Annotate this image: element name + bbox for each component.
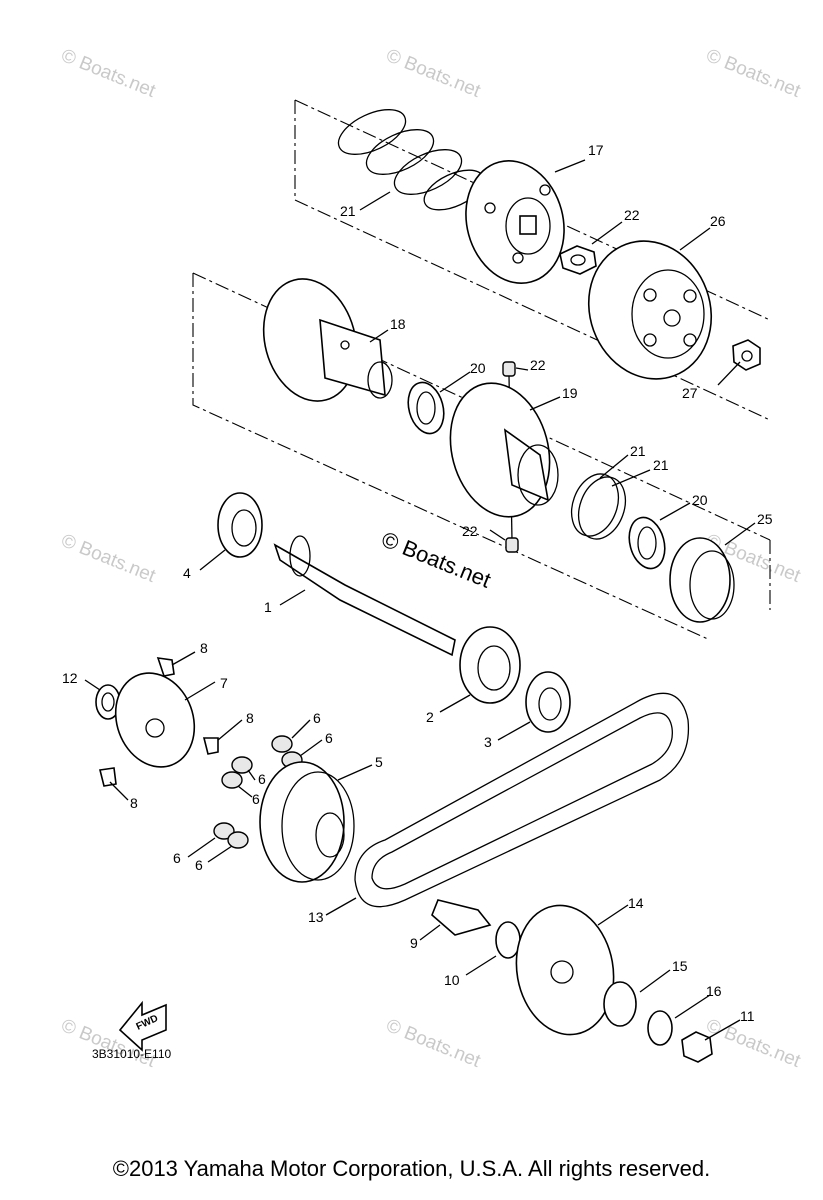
- bearing: [459, 626, 521, 704]
- callout-15: 16: [706, 983, 722, 999]
- washer: [647, 1010, 673, 1046]
- bearing: [525, 671, 571, 733]
- callout-19: 19: [562, 385, 578, 401]
- boundary-middle: [192, 273, 711, 641]
- callout-20: 20: [470, 360, 486, 376]
- callout-9: 9: [410, 935, 418, 951]
- callout-6: 6: [252, 791, 260, 807]
- oil-seal: [407, 381, 445, 435]
- callout-1: 1: [264, 599, 272, 615]
- callout-22: 22: [530, 357, 546, 373]
- callout-24: 25: [757, 511, 773, 527]
- callout-18: 18: [390, 316, 406, 332]
- clutch-carrier: [465, 160, 565, 284]
- callout-27: 27: [682, 385, 698, 401]
- guide-pin: [505, 537, 519, 553]
- callout-labels: 17 21 22 26 27 18 20 22 19 21 21 20 25 2…: [62, 142, 773, 1024]
- cam: [114, 672, 196, 768]
- drawing-code: 3B31010-E110: [92, 1047, 172, 1061]
- watermark: © Boats.net: [58, 530, 159, 587]
- one-way-clutch: [603, 981, 637, 1027]
- callout-11: 12: [62, 670, 78, 686]
- oil-seal: [628, 516, 666, 570]
- callout-3: 3: [484, 734, 492, 750]
- callout-10: 10: [444, 972, 460, 988]
- callout-21: 21: [653, 457, 669, 473]
- callout-22: 22: [462, 523, 478, 539]
- callout-25: 22: [624, 207, 640, 223]
- secondary-fixed-sheave: [262, 278, 393, 402]
- slider: [99, 767, 117, 787]
- bearing: [217, 492, 263, 558]
- callout-6: 6: [173, 850, 181, 866]
- callout-6: 6: [325, 730, 333, 746]
- o-ring: [577, 476, 627, 540]
- leader-lines: [84, 159, 756, 1041]
- secondary-sliding-sheave: [449, 382, 559, 518]
- callout-26: 26: [710, 213, 726, 229]
- callout-23: 21: [340, 203, 356, 219]
- clutch-spring: [337, 109, 485, 211]
- callout-8: 8: [246, 710, 254, 726]
- callout-16: 11: [740, 1008, 755, 1024]
- callout-14: 15: [672, 958, 688, 974]
- callout-7: 7: [220, 675, 228, 691]
- callout-20: 20: [692, 492, 708, 508]
- primary-sliding-sheave: [259, 761, 355, 883]
- primary-fixed-sheave: [515, 904, 615, 1036]
- callout-21: 21: [630, 443, 646, 459]
- watermark: © Boats.net: [383, 1015, 484, 1072]
- callout-8: 8: [130, 795, 138, 811]
- callout-8: 8: [200, 640, 208, 656]
- v-belt: [354, 692, 690, 908]
- collar: [431, 899, 492, 936]
- callout-2: 2: [426, 709, 434, 725]
- clutch-nut: [559, 245, 597, 275]
- callout-13: 14: [628, 895, 644, 911]
- collar: [669, 537, 735, 623]
- callout-5: 5: [375, 754, 383, 770]
- weight-rollers: [213, 735, 303, 849]
- nut: [681, 1031, 713, 1063]
- watermark: © Boats.net: [58, 45, 159, 102]
- boundary-upper: [294, 100, 771, 421]
- callout-6: 6: [195, 857, 203, 873]
- callout-6: 6: [258, 771, 266, 787]
- callout-12: 13: [308, 909, 324, 925]
- drive-shaft: [273, 535, 456, 657]
- clutch-housing: [587, 240, 713, 380]
- guide-pin: [502, 361, 516, 377]
- slider: [202, 737, 219, 755]
- o-ring: [570, 473, 620, 537]
- callout-17: 17: [588, 142, 604, 158]
- watermark: © Boats.net: [703, 45, 804, 102]
- slider: [156, 657, 175, 677]
- callout-6: 6: [313, 710, 321, 726]
- callout-4: 4: [183, 565, 191, 581]
- watermark: © Boats.net: [383, 45, 484, 102]
- copyright-notice: ©2013 Yamaha Motor Corporation, U.S.A. A…: [112, 1156, 711, 1181]
- fwd-arrow-icon: FWD: [118, 1000, 167, 1052]
